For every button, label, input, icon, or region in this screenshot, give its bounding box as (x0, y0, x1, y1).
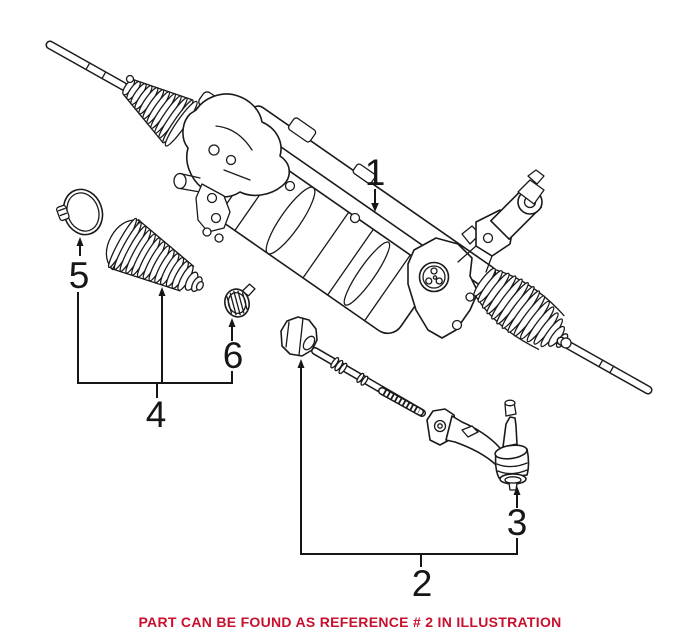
callouts: 1 5 4 6 2 (69, 152, 528, 604)
callout-1-label: 1 (365, 152, 386, 193)
left-tie-rod-shaft (45, 40, 128, 91)
sensor-unit (457, 169, 545, 273)
right-bellows (473, 267, 569, 351)
reference-caption: PART CAN BE FOUND AS REFERENCE # 2 IN IL… (138, 614, 562, 630)
steering-boot-drawing (105, 217, 204, 293)
bolt-circle (349, 212, 361, 224)
callout-6-label: 6 (223, 335, 244, 376)
callout-2-bracket: 2 (297, 359, 518, 604)
mount-ear (173, 172, 231, 243)
callout-3-label: 3 (507, 502, 528, 543)
callout-6: 6 (223, 318, 244, 376)
inner-tie-rod-drawing (280, 316, 426, 417)
outer-tie-rod-end-drawing (426, 399, 530, 491)
callout-4-bracket: 4 (77, 287, 233, 435)
steering-rack-assembly-drawing (45, 40, 653, 395)
bolt-circle (225, 154, 237, 166)
callout-5: 5 (69, 237, 90, 296)
boot-clamp-small-drawing (224, 283, 256, 318)
callout-2-label: 2 (412, 563, 433, 604)
boot-clamp-large-drawing (56, 188, 104, 236)
callout-4-label: 4 (146, 394, 167, 435)
flange-housing (407, 237, 479, 339)
pinion-housing (182, 93, 291, 198)
bolt-circle (284, 180, 296, 192)
left-bellows (122, 74, 198, 147)
callout-3: 3 (507, 486, 528, 543)
callout-1: 1 (365, 152, 386, 212)
callout-5-label: 5 (69, 255, 90, 296)
right-tie-rod-shaft (556, 336, 653, 395)
